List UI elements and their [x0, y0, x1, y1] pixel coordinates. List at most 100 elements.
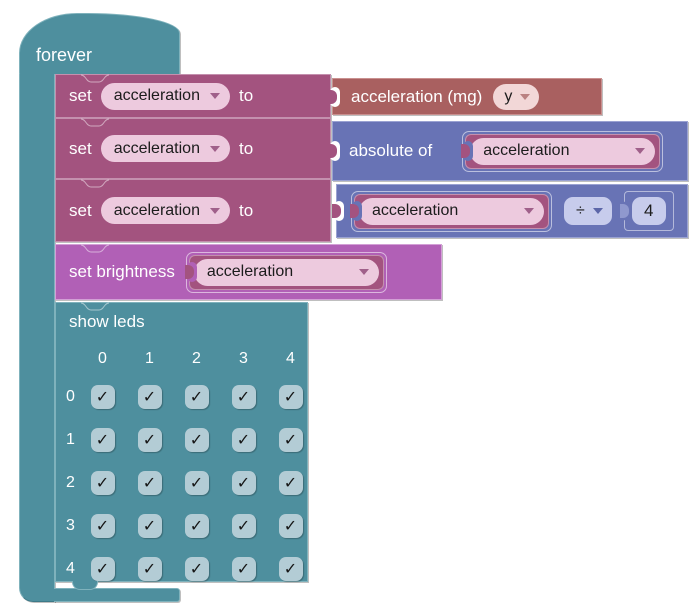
- to-label: to: [238, 138, 254, 158]
- dropdown-arrow-icon: [520, 93, 531, 100]
- dropdown-arrow-icon: [592, 208, 603, 214]
- led-col-label: 4: [286, 350, 295, 367]
- variable-dropdown-value: acceleration: [113, 87, 200, 104]
- led-checkbox[interactable]: ✓: [231, 427, 256, 452]
- led-checkbox[interactable]: ✓: [231, 513, 256, 538]
- variable-dropdown[interactable]: acceleration: [100, 82, 230, 110]
- set-variable-block-3[interactable]: set acceleration to: [55, 179, 331, 242]
- operator-dropdown-value: ÷: [576, 202, 585, 219]
- notch-icon: [80, 179, 110, 188]
- axis-dropdown-value: y: [504, 87, 513, 105]
- variable-block[interactable]: acceleration: [184, 254, 384, 290]
- led-checkbox[interactable]: ✓: [137, 470, 162, 495]
- variable-dropdown-value: acceleration: [372, 202, 459, 219]
- led-checkbox[interactable]: ✓: [184, 513, 209, 538]
- led-checkbox[interactable]: ✓: [184, 556, 209, 581]
- led-row-label: 1: [66, 430, 75, 448]
- division-block[interactable]: acceleration ÷ 4: [332, 184, 688, 238]
- set-variable-block-2[interactable]: set acceleration to: [55, 118, 331, 179]
- socket-tab: [184, 265, 194, 279]
- led-checkbox[interactable]: ✓: [231, 384, 256, 409]
- value-slot: acceleration: [350, 190, 552, 232]
- set-label: set: [69, 200, 92, 220]
- led-checkbox[interactable]: ✓: [90, 427, 115, 452]
- forever-foot[interactable]: [54, 588, 180, 602]
- socket-tab: [461, 144, 471, 158]
- forever-label: forever: [36, 45, 93, 65]
- led-row-label: 4: [66, 559, 75, 577]
- show-leds-label: show leds: [69, 312, 145, 331]
- led-checkbox[interactable]: ✓: [278, 427, 303, 452]
- set-label: set: [69, 138, 92, 158]
- dropdown-arrow-icon: [358, 269, 369, 275]
- led-checkbox[interactable]: ✓: [184, 470, 209, 495]
- dropdown-arrow-icon: [209, 145, 220, 152]
- notch-icon: [80, 74, 110, 83]
- absolute-of-block[interactable]: absolute of acceleration: [328, 121, 688, 181]
- notch-icon: [80, 302, 110, 311]
- led-row-label: 3: [66, 516, 75, 534]
- show-leds-block[interactable]: show leds 0 1 2 3 4 0 ✓ ✓ ✓ ✓ ✓ 1 ✓ ✓ ✓ …: [55, 302, 308, 582]
- led-checkbox[interactable]: ✓: [90, 384, 115, 409]
- led-checkbox[interactable]: ✓: [137, 427, 162, 452]
- led-checkbox[interactable]: ✓: [278, 513, 303, 538]
- variable-dropdown-value: acceleration: [483, 142, 570, 159]
- dropdown-arrow-icon: [635, 148, 646, 154]
- variable-dropdown[interactable]: acceleration: [470, 137, 656, 165]
- variable-dropdown[interactable]: acceleration: [100, 197, 230, 224]
- led-checkbox[interactable]: ✓: [278, 384, 303, 409]
- led-row-label: 0: [66, 387, 75, 405]
- set-brightness-label: set brightness: [69, 262, 175, 281]
- number-input[interactable]: 4: [631, 197, 666, 225]
- variable-dropdown[interactable]: acceleration: [359, 197, 544, 225]
- led-checkbox[interactable]: ✓: [184, 427, 209, 452]
- led-checkbox[interactable]: ✓: [137, 384, 162, 409]
- led-checkbox[interactable]: ✓: [231, 556, 256, 581]
- operator-dropdown[interactable]: ÷: [564, 197, 612, 225]
- variable-dropdown-value: acceleration: [206, 263, 294, 280]
- dropdown-arrow-icon: [209, 207, 220, 214]
- led-checkbox[interactable]: ✓: [184, 384, 209, 409]
- set-brightness-block[interactable]: set brightness acceleration: [55, 244, 442, 300]
- variable-dropdown-value: acceleration: [113, 139, 200, 157]
- led-col-label: 1: [145, 350, 154, 367]
- variable-block[interactable]: acceleration: [350, 193, 549, 229]
- set-label: set: [69, 86, 92, 105]
- block-bottom-tab: [72, 581, 98, 590]
- led-checkbox[interactable]: ✓: [231, 470, 256, 495]
- variable-dropdown[interactable]: acceleration: [193, 258, 379, 286]
- dropdown-arrow-icon: [524, 208, 534, 214]
- absolute-of-label: absolute of: [349, 141, 433, 160]
- led-grid: 0 1 2 3 4 0 ✓ ✓ ✓ ✓ ✓ 1 ✓ ✓ ✓ ✓ ✓ 2 ✓ ✓ …: [62, 343, 314, 590]
- socket-tab: [328, 144, 337, 158]
- led-checkbox[interactable]: ✓: [90, 513, 115, 538]
- forever-block[interactable]: forever: [19, 13, 180, 75]
- socket-tab: [328, 89, 337, 104]
- led-checkbox[interactable]: ✓: [90, 470, 115, 495]
- to-label: to: [238, 200, 254, 220]
- led-checkbox[interactable]: ✓: [278, 556, 303, 581]
- set-variable-block-1[interactable]: set acceleration to: [55, 74, 331, 118]
- forever-rail[interactable]: [19, 74, 55, 602]
- acceleration-label: acceleration (mg): [351, 86, 483, 106]
- to-label: to: [238, 86, 254, 105]
- value-slot: acceleration: [184, 251, 387, 293]
- led-col-label: 0: [98, 350, 107, 367]
- number-slot: 4: [619, 191, 674, 231]
- axis-dropdown[interactable]: y: [493, 83, 540, 110]
- led-checkbox[interactable]: ✓: [278, 470, 303, 495]
- value-slot: acceleration: [461, 130, 664, 172]
- variable-dropdown-value: acceleration: [113, 201, 200, 219]
- variable-dropdown[interactable]: acceleration: [100, 135, 230, 162]
- led-checkbox[interactable]: ✓: [137, 556, 162, 581]
- variable-block[interactable]: acceleration: [461, 133, 661, 169]
- led-checkbox[interactable]: ✓: [137, 513, 162, 538]
- led-row-label: 2: [66, 473, 75, 491]
- led-checkbox[interactable]: ✓: [90, 556, 115, 581]
- socket-tab: [350, 204, 359, 218]
- notch-icon: [80, 244, 110, 253]
- socket-tab: [619, 204, 629, 218]
- number-value: 4: [644, 201, 654, 220]
- acceleration-reporter-block[interactable]: acceleration (mg) y: [328, 78, 602, 115]
- led-col-label: 3: [239, 350, 248, 367]
